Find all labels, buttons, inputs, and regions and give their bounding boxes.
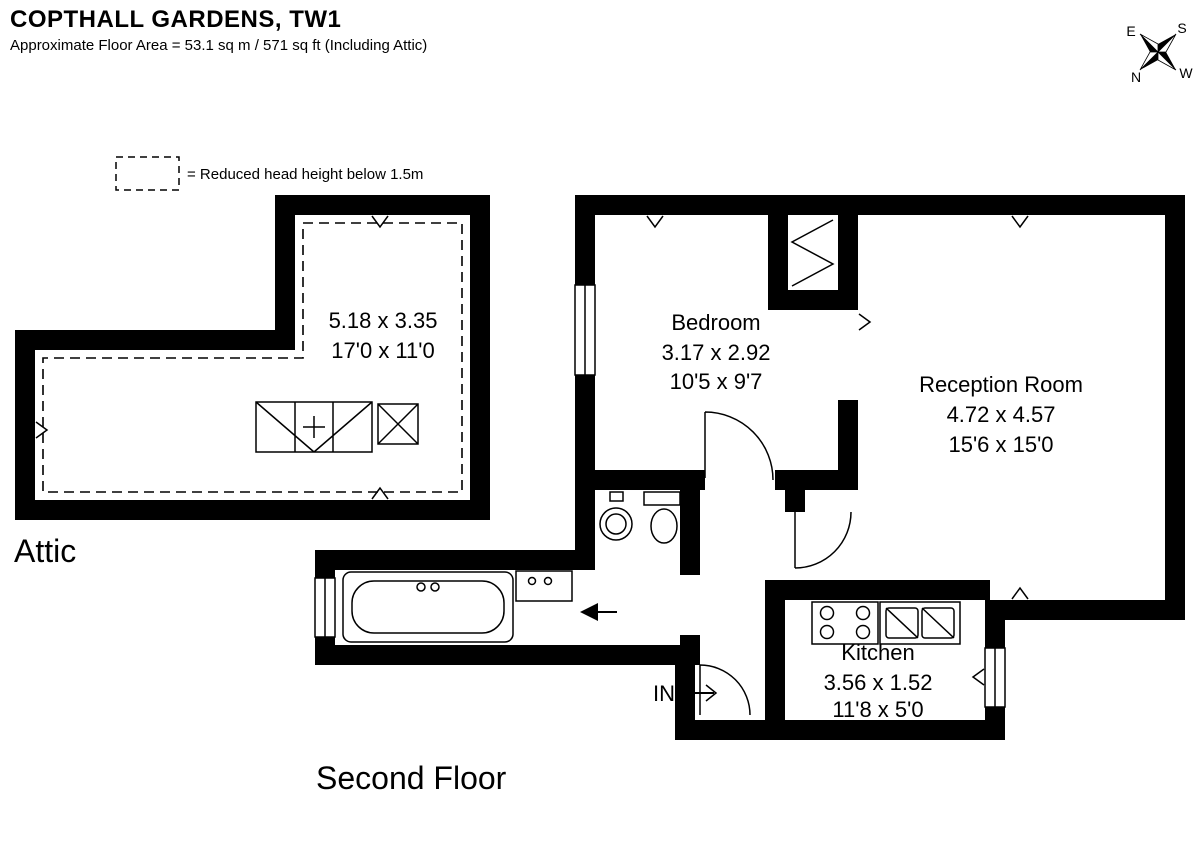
entrance-arrow-icon: [705, 684, 718, 702]
kitchen-sink: [879, 601, 961, 645]
legend: = Reduced head height below 1.5m: [115, 156, 423, 191]
vanity-unit: [515, 570, 573, 602]
header: COPTHALL GARDENS, TW1 Approximate Floor …: [10, 6, 427, 54]
attic-measure-ticks: [35, 215, 389, 500]
reception-name: Reception Room: [919, 372, 1083, 397]
kitchen-metric: 3.56 x 1.52: [824, 670, 933, 695]
second-floor-label: Second Floor: [316, 760, 507, 796]
compass-south-label: S: [1177, 20, 1186, 36]
reception-metric: 4.72 x 4.57: [947, 402, 1056, 427]
toilet: [643, 491, 681, 544]
kitchen-door-arc: [794, 511, 852, 569]
entrance-marker: IN: [653, 681, 718, 706]
plan-subtitle: Approximate Floor Area = 53.1 sq m / 571…: [10, 37, 427, 54]
attic-dim-metric: 5.18 x 3.35: [329, 308, 438, 333]
compass-west-label: W: [1179, 65, 1193, 81]
bedroom-imperial: 10'5 x 9'7: [670, 369, 763, 394]
kitchen-name: Kitchen: [841, 640, 914, 665]
wash-basin: [599, 491, 633, 541]
entrance-door-arc: [699, 664, 751, 716]
second-floor-measure-ticks: [646, 215, 1029, 686]
reduced-head-height-swatch: [115, 156, 180, 191]
bedroom-name: Bedroom: [671, 310, 760, 335]
kitchen-imperial: 11'8 x 5'0: [832, 697, 923, 722]
plan-title: COPTHALL GARDENS, TW1: [10, 6, 341, 33]
entrance-label: IN: [653, 681, 675, 706]
attic-dim-imperial: 17'0 x 11'0: [331, 338, 434, 363]
bedroom-door-arc: [704, 411, 774, 481]
windows: [314, 284, 1006, 708]
second-floor-plan: IN Bedroom 3.17 x 2.92 10'5 x 9'7 Recept…: [314, 195, 1185, 796]
legend-label: = Reduced head height below 1.5m: [187, 166, 423, 183]
bathroom-door-arrow: [580, 603, 617, 621]
compass-east-label: E: [1126, 23, 1135, 39]
second-floor-walls: [315, 195, 1185, 740]
bathtub: [342, 571, 514, 643]
bedroom-metric: 3.17 x 2.92: [662, 340, 771, 365]
skylight-windows: [255, 401, 419, 453]
reduced-head-height-outline: [42, 222, 463, 493]
attic-plan: 5.18 x 3.35 17'0 x 11'0 Attic: [14, 195, 490, 569]
bedroom-label: Bedroom 3.17 x 2.92 10'5 x 9'7: [662, 310, 771, 394]
kitchen-label: Kitchen 3.56 x 1.52 11'8 x 5'0: [824, 640, 933, 722]
kitchen-window: [984, 647, 1006, 708]
stove: [811, 601, 879, 645]
compass-rose: E S N W: [1126, 20, 1193, 85]
reception-label: Reception Room 4.72 x 4.57 15'6 x 15'0: [919, 372, 1083, 457]
attic-floor-label: Attic: [14, 533, 76, 569]
compass-north-label: N: [1131, 69, 1141, 85]
reception-imperial: 15'6 x 15'0: [948, 432, 1053, 457]
bedroom-window: [574, 284, 596, 376]
staircase: [790, 219, 835, 287]
bathroom-window: [314, 577, 336, 638]
